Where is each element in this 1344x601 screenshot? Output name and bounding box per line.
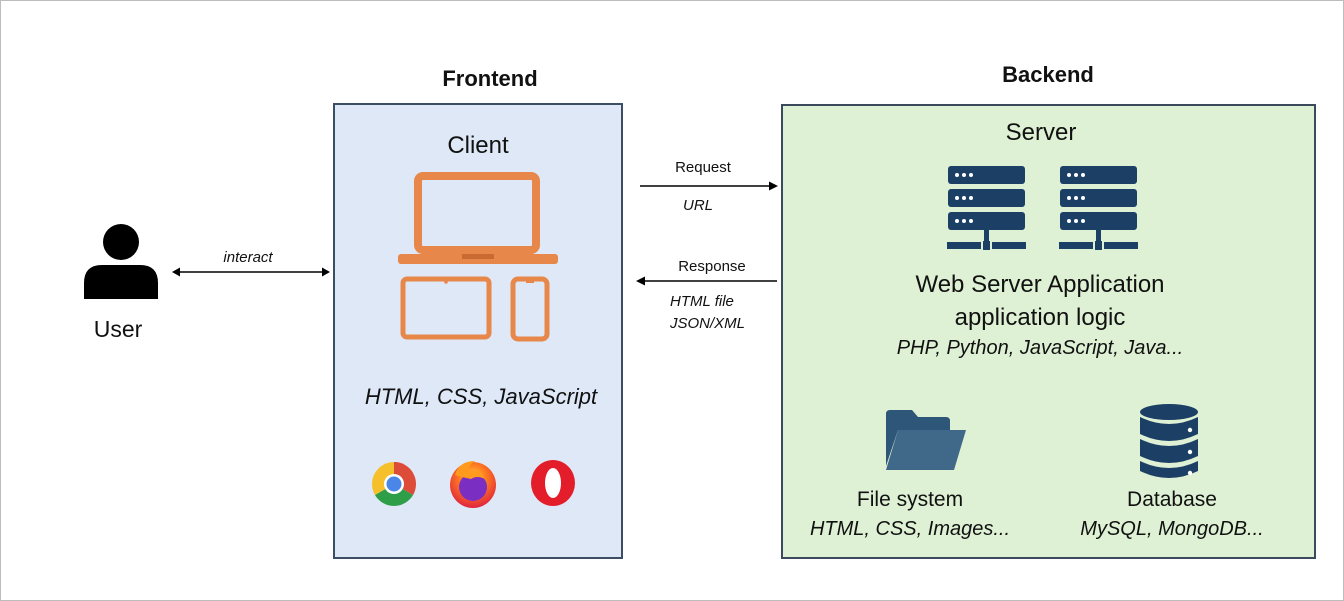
backend-heading: Backend: [1002, 62, 1094, 87]
database-icon: [1140, 404, 1198, 478]
firefox-icon: [450, 461, 496, 508]
user-label: User: [93, 316, 143, 342]
interact-arrow: [172, 267, 330, 277]
tablet-icon: [400, 276, 492, 340]
request-arrow: [640, 181, 778, 191]
file-system-subtitle: HTML, CSS, Images...: [809, 518, 1011, 540]
file-system-title: File system: [856, 488, 964, 511]
backend-panel: [781, 104, 1316, 559]
server-icon-2: [1059, 166, 1138, 250]
response-html-label: HTML file: [670, 293, 734, 310]
request-label: Request: [675, 159, 731, 176]
chrome-icon: [372, 462, 416, 506]
database-subtitle: MySQL, MongoDB...: [1080, 518, 1264, 540]
request-url-label: URL: [683, 197, 714, 214]
web-server-languages: PHP, Python, JavaScript, Java...: [896, 337, 1184, 359]
web-server-app-subtitle: application logic: [954, 304, 1126, 331]
smartphone-icon: [510, 276, 550, 342]
server-title: Server: [1005, 119, 1077, 146]
interact-label: interact: [223, 249, 273, 266]
client-title: Client: [447, 132, 509, 159]
frontend-tech: HTML, CSS, JavaScript: [364, 384, 598, 409]
response-json-label: JSON/XML: [670, 315, 746, 332]
opera-icon: [531, 460, 575, 506]
server-icon: [947, 166, 1026, 250]
web-server-app-title: Web Server Application: [915, 271, 1165, 298]
response-arrow: [636, 276, 777, 286]
frontend-heading: Frontend: [442, 66, 538, 91]
laptop-icon: [398, 172, 558, 264]
response-label: Response: [678, 258, 746, 275]
folder-icon: [886, 410, 966, 470]
user-icon: [84, 224, 158, 299]
database-title: Database: [1127, 488, 1217, 511]
